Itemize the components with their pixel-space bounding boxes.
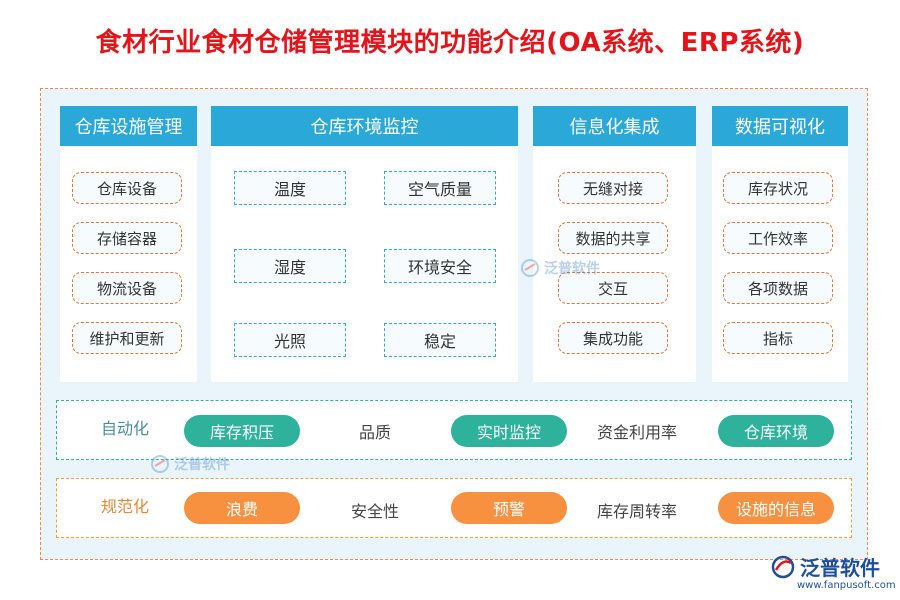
watermark-icon [521, 259, 539, 277]
band-chip: 仓库环境 [718, 415, 834, 447]
watermark-text: 泛普软件 [174, 457, 230, 473]
facility-item: 维护和更新 [72, 322, 182, 354]
environment-item: 稳定 [384, 323, 496, 357]
environment-item: 空气质量 [384, 171, 496, 205]
page-title: 食材行业食材仓储管理模块的功能介绍(OA系统、ERP系统) [95, 28, 805, 58]
facility-header: 仓库设施管理 [60, 106, 197, 146]
integration-column: 信息化集成 无缝对接 数据的共享 交互 集成功能 [533, 106, 696, 382]
band-text: 品质 [358, 423, 391, 442]
integration-header: 信息化集成 [533, 106, 696, 146]
environment-column: 仓库环境监控 温度 空气质量 湿度 环境安全 光照 稳定 [211, 106, 518, 382]
visual-column: 数据可视化 库存状况 工作效率 各项数据 指标 [712, 106, 848, 382]
visual-header: 数据可视化 [712, 106, 848, 146]
visual-item: 库存状况 [723, 172, 833, 204]
automation-band: 自动化 库存积压 品质 实时监控 资金利用率 仓库环境 [56, 400, 852, 460]
watermark: 泛普软件 [520, 258, 600, 278]
logo-url: www.fanpusoft.com [797, 580, 896, 591]
facility-item: 物流设备 [72, 272, 182, 304]
band-chip: 设施的信息 [718, 492, 834, 524]
integration-item: 数据的共享 [558, 222, 668, 254]
band-chip: 预警 [451, 492, 567, 524]
watermark-text: 泛普软件 [544, 261, 600, 277]
environment-item: 环境安全 [384, 249, 496, 283]
integration-item: 集成功能 [558, 322, 668, 354]
fanpu-logo-icon [771, 555, 795, 578]
standardization-band: 规范化 浪费 安全性 预警 库存周转率 设施的信息 [56, 478, 852, 538]
environment-item: 光照 [234, 323, 346, 357]
integration-item: 无缝对接 [558, 172, 668, 204]
band-text: 安全性 [350, 502, 399, 521]
environment-header: 仓库环境监控 [211, 106, 518, 146]
logo-text: 泛普软件 [800, 556, 880, 580]
watermark: 泛普软件 [150, 454, 230, 474]
band-label: 自动化 [100, 419, 149, 438]
band-text: 资金利用率 [596, 423, 677, 442]
visual-item: 工作效率 [723, 222, 833, 254]
brand-logo: 泛普软件 [770, 552, 880, 581]
band-chip: 实时监控 [451, 415, 567, 447]
band-label: 规范化 [100, 497, 149, 516]
visual-item: 指标 [723, 322, 833, 354]
facility-item: 存储容器 [72, 222, 182, 254]
visual-item: 各项数据 [723, 272, 833, 304]
band-chip: 浪费 [184, 492, 300, 524]
facility-column: 仓库设施管理 仓库设备 存储容器 物流设备 维护和更新 [60, 106, 197, 382]
band-text: 库存周转率 [596, 502, 677, 521]
integration-item: 交互 [558, 272, 668, 304]
environment-item: 温度 [234, 171, 346, 205]
environment-item: 湿度 [234, 249, 346, 283]
facility-item: 仓库设备 [72, 172, 182, 204]
band-chip: 库存积压 [184, 415, 300, 447]
watermark-icon [151, 455, 169, 473]
